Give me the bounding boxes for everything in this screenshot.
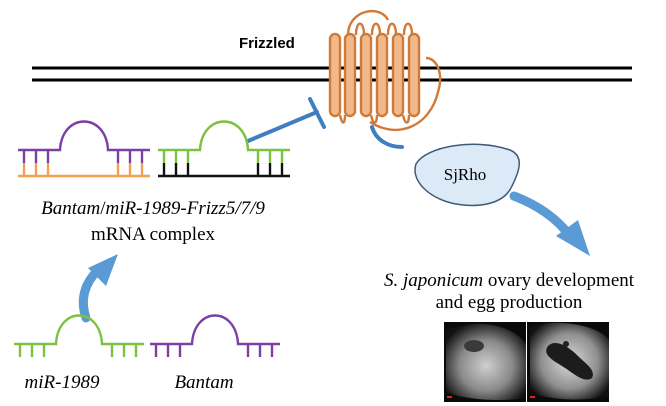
scale-bar-icon: [447, 396, 452, 398]
activation-arrow: [370, 125, 404, 149]
assembly-arrow: [78, 254, 118, 323]
outcome-species-text: S. japonicum: [384, 270, 483, 291]
complex-mir-text: miR-1989-Frizz5/7/9: [106, 198, 266, 219]
frizzled-receptor-icon: [328, 10, 442, 132]
complex-bantam-text: Bantam: [41, 198, 100, 219]
sjrho-label: SjRho: [444, 165, 487, 184]
micrograph-knockdown-icon: [527, 322, 609, 402]
complex-separator-text: /: [100, 198, 106, 219]
frizzled-label: Frizzled: [239, 35, 295, 52]
complex-caption-line1: Bantam/miR-1989-Frizz5/7/9: [41, 198, 265, 219]
scale-bar-icon: [530, 396, 535, 398]
sjrho-protein: SjRho: [414, 143, 520, 207]
mir1989-strand: [14, 314, 144, 357]
outcome-arrow: [509, 191, 590, 256]
outcome-caption-line1: S. japonicum ovary development: [384, 270, 635, 291]
bantam-label: Bantam: [174, 372, 233, 393]
bantam-frizz-duplex-left: [18, 120, 150, 178]
mir1989-frizz-duplex-right: [158, 120, 290, 178]
inhibition-arrow: [246, 97, 326, 143]
micrograph-control-icon: [444, 322, 526, 402]
bantam-strand: [150, 314, 280, 357]
mir1989-label: miR-1989: [25, 372, 100, 393]
outcome-line1-text: ovary development: [483, 270, 635, 291]
outcome-caption-line2: and egg production: [436, 292, 583, 313]
complex-caption-line2: mRNA complex: [91, 224, 216, 245]
